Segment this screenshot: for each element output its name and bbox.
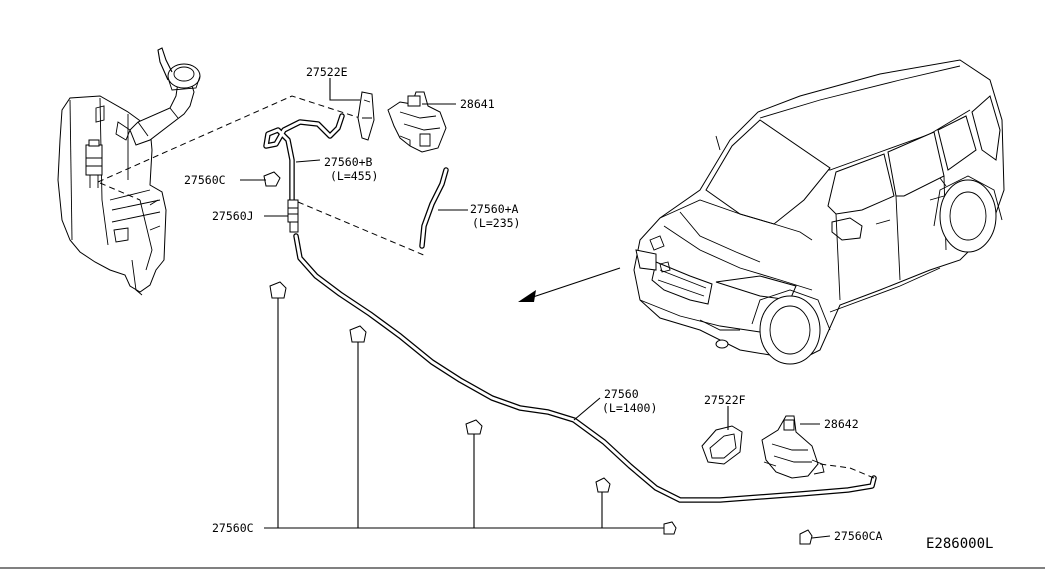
clip-27560ca: [799, 529, 813, 545]
diagram-code: E286000L: [926, 536, 993, 552]
label-27560a: 27560+A: [470, 202, 519, 216]
dashed-leader-nozzle-r: [819, 463, 875, 479]
washer-nozzle-28642: [761, 415, 825, 479]
label-27560a-length: (L=235): [472, 216, 520, 230]
label-27560c-bottom: 27560C: [212, 521, 254, 535]
washer-tank: [57, 95, 167, 296]
hose-27560-a: [419, 167, 449, 249]
label-27560b-length: (L=455): [330, 169, 378, 183]
direction-arrow: [518, 267, 621, 302]
label-27560c-top: 27560C: [184, 173, 226, 187]
vehicle-outline: [633, 59, 1005, 365]
nozzle-cover-27522e: [357, 91, 375, 141]
label-28642: 28642: [824, 417, 859, 431]
clips-27560c: [264, 281, 677, 535]
nozzle-cover-27522f: [701, 425, 743, 465]
dashed-leader-tank: [97, 95, 361, 183]
label-28641: 28641: [460, 97, 495, 111]
label-27522f: 27522F: [704, 393, 746, 407]
label-27560: 27560: [604, 387, 639, 401]
hose-27560-main: [293, 233, 877, 503]
dashed-leader-bottom: [99, 182, 141, 201]
dashed-leader-joint: [297, 201, 427, 257]
filler-neck: [129, 47, 201, 146]
label-27560-length: (L=1400): [602, 401, 657, 415]
clip-27560c-top: [263, 171, 281, 187]
washer-nozzle-28641: [387, 91, 447, 153]
label-27560ca: 27560CA: [834, 529, 883, 543]
label-27522e: 27522E: [306, 65, 348, 79]
joint-27560j: [287, 199, 299, 233]
leader-lines: [240, 78, 831, 539]
label-27560j: 27560J: [212, 209, 254, 223]
label-27560b: 27560+B: [324, 155, 373, 169]
hose-27560-b: [263, 113, 345, 203]
